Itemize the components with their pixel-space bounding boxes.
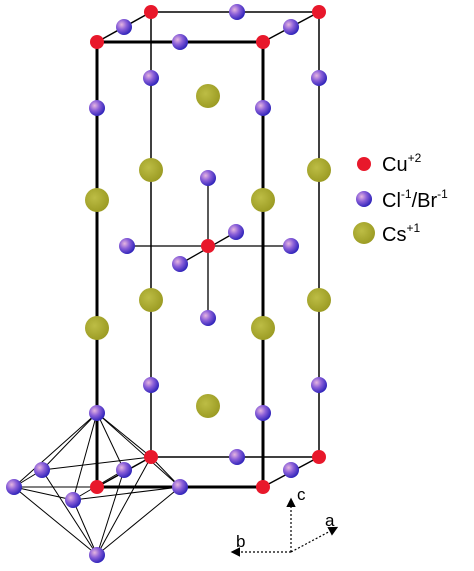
legend-br-charge: -1 [437, 187, 448, 201]
legend-cl-charge: -1 [401, 187, 412, 201]
halide-ion [228, 224, 244, 240]
halide-ions [6, 4, 327, 563]
halide-ion [283, 238, 299, 254]
halide-ion [283, 19, 299, 35]
legend-cu-label: Cu [382, 154, 408, 176]
legend-item-cs: Cs+1 [353, 221, 420, 246]
cs-ion [85, 316, 109, 340]
cu-ions [90, 5, 326, 494]
halide-ion [172, 34, 188, 50]
halide-ion [311, 70, 327, 86]
halide-ion [143, 70, 159, 86]
halide-ion [255, 100, 271, 116]
legend-cu-charge: +2 [408, 151, 422, 165]
halide-ion [89, 547, 105, 563]
halide-ion [89, 100, 105, 116]
halide-legend-marker [356, 191, 372, 207]
halide-ion [229, 449, 245, 465]
cs-ion [196, 394, 220, 418]
cs-ion [307, 288, 331, 312]
cu-ion [90, 480, 104, 494]
halide-ion [34, 462, 50, 478]
cs-ion [139, 288, 163, 312]
halide-ion [229, 4, 245, 20]
legend-cl-label: Cl [382, 190, 401, 212]
legend-cs-label: Cs [382, 224, 406, 246]
halide-ion [172, 256, 188, 272]
cs-ion [85, 188, 109, 212]
cu-ion [312, 450, 326, 464]
halide-ion [255, 405, 271, 421]
svg-text:Cu+2: Cu+2 [382, 151, 422, 176]
cu-legend-marker [357, 157, 371, 171]
halide-ion [116, 462, 132, 478]
legend-br-label: /Br [412, 190, 438, 212]
cs-ion [307, 158, 331, 182]
halide-ion [200, 310, 216, 326]
svg-text:Cl-1/Br-1: Cl-1/Br-1 [382, 187, 448, 212]
cu-ion [144, 5, 158, 19]
cu-ion [256, 480, 270, 494]
legend-cs-charge: +1 [406, 221, 420, 235]
cs-ion [139, 158, 163, 182]
cs-ion [251, 316, 275, 340]
cu-ion [90, 35, 104, 49]
cu-ion [256, 35, 270, 49]
halide-ion [65, 492, 81, 508]
cu-ion [144, 450, 158, 464]
svg-text:Cs+1: Cs+1 [382, 221, 420, 246]
a-axis-label: a [325, 511, 335, 530]
c-axis-label: c [297, 485, 306, 504]
cs-ion [196, 84, 220, 108]
b-axis-label: b [236, 532, 245, 551]
a-axis-arrow [290, 526, 339, 553]
halide-ion [200, 170, 216, 186]
cu-ion [201, 239, 215, 253]
cs-ion [251, 188, 275, 212]
cs-legend-marker [353, 222, 375, 244]
halide-ion [143, 377, 159, 393]
halide-ion [172, 479, 188, 495]
halide-ion [311, 377, 327, 393]
halide-ion [283, 462, 299, 478]
halide-ion [89, 405, 105, 421]
cs-ions [85, 84, 331, 418]
legend-item-halide: Cl-1/Br-1 [356, 187, 448, 212]
halide-ion [119, 238, 135, 254]
halide-ion [116, 19, 132, 35]
legend-item-cu: Cu+2 [357, 151, 422, 176]
axis-indicator: c a b [230, 485, 339, 557]
cu-ion [312, 5, 326, 19]
legend: Cu+2 Cl-1/Br-1 Cs+1 [353, 151, 448, 246]
halide-ion [6, 479, 22, 495]
